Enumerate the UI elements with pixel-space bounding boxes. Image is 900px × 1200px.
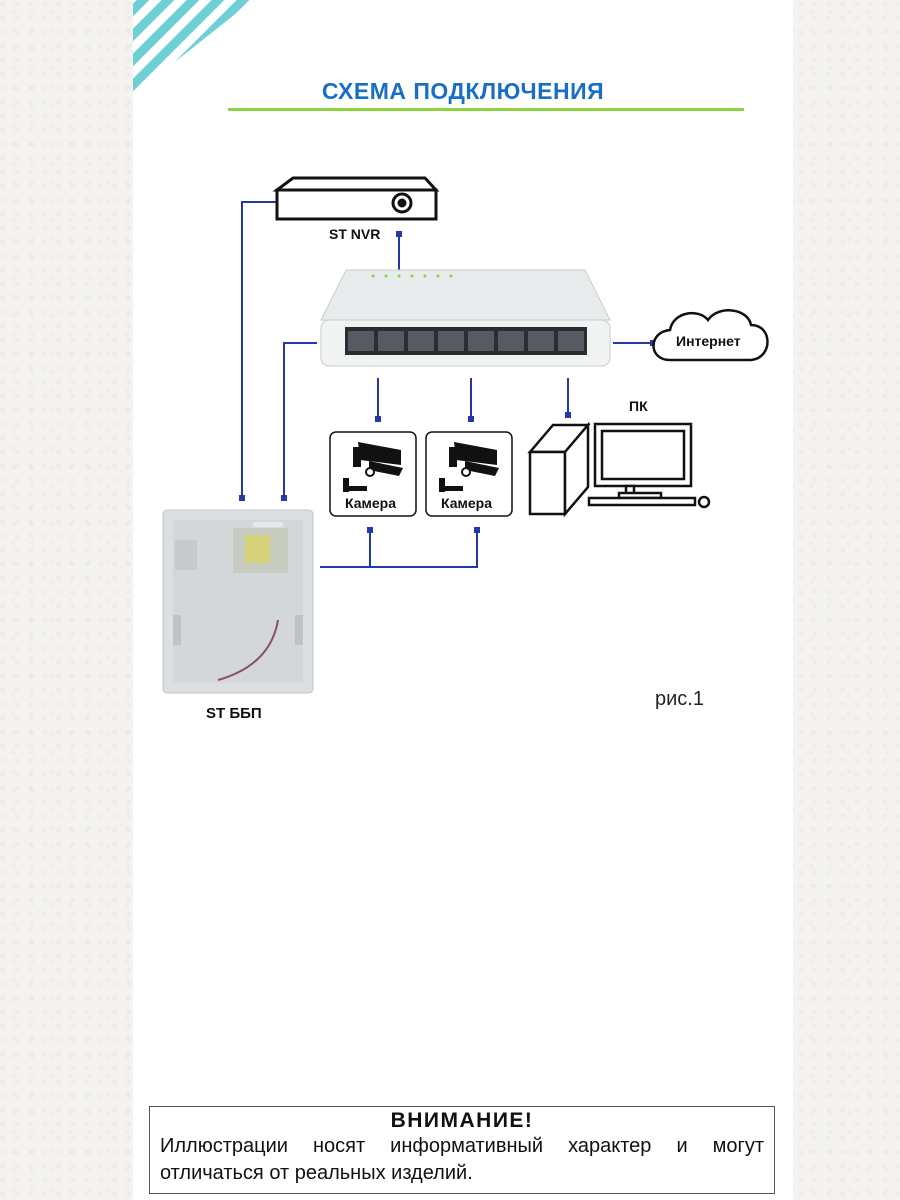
wire-switch-psu [283,342,317,498]
corner-stripes [133,0,253,95]
scheme-panel: СХЕМА ПОДКЛЮЧЕНИЯ [133,0,793,1200]
connection-diagram [162,176,769,694]
camera-2-label: Камера [441,495,492,511]
wire-nvr-psu [241,201,277,498]
nvr-label: ST NVR [329,226,381,242]
wires [241,201,653,568]
wire-psu-camera-1 [320,530,371,568]
camera-1-label: Камера [345,495,396,511]
internet-label: Интернет [676,333,741,349]
wire-psu-camera-2 [370,530,478,568]
notice-box: ВНИМАНИЕ! Иллюстрации носят информативны… [149,1106,775,1194]
network-switch-icon [320,269,611,367]
pc-label: ПК [629,398,648,414]
internet-cloud-icon [652,309,769,362]
camera-1-icon [329,431,417,517]
figure-label: рис.1 [655,688,704,710]
page-title: СХЕМА ПОДКЛЮЧЕНИЯ [321,78,605,104]
title-underline [228,108,744,111]
notice-text: Иллюстрации носят информативный характер… [160,1135,764,1184]
camera-2-icon [425,431,513,517]
pc-computer-icon [527,421,711,518]
notice-title: ВНИМАНИЕ! [390,1109,534,1132]
nvr-device-icon [272,176,440,221]
psu-device-icon [162,509,314,694]
psu-label: ST ББП [206,705,262,722]
